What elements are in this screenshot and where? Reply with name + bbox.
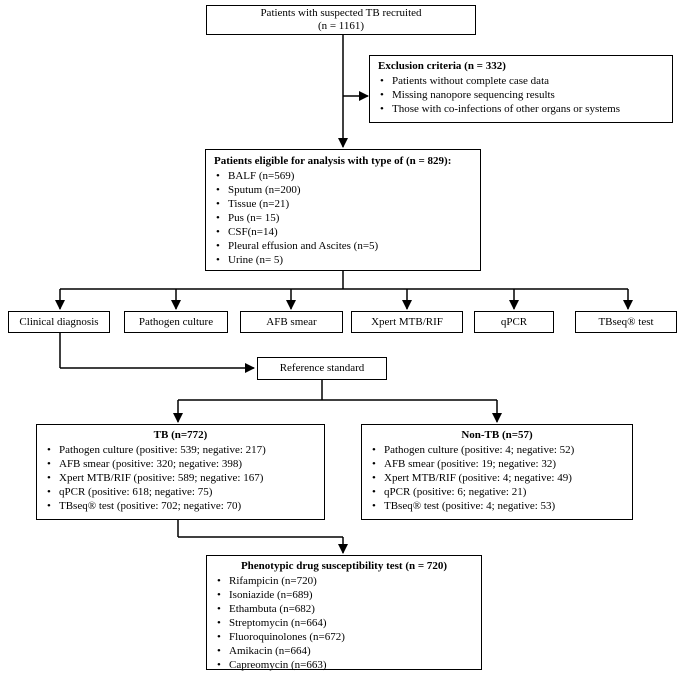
- dst-title: Phenotypic drug susceptibility test (n =…: [240, 560, 448, 572]
- exclusion-list: Patients without complete case data Miss…: [378, 74, 664, 116]
- list-item: Xpert MTB/RIF (positive: 589; negative: …: [45, 471, 316, 485]
- list-item: qPCR (positive: 618; negative: 75): [45, 485, 316, 499]
- list-item: TBseq® test (positive: 702; negative: 70…: [45, 499, 316, 513]
- list-item: Ethambuta (n=682): [215, 602, 473, 616]
- eligible-title: Patients eligible for analysis with type…: [214, 155, 452, 167]
- list-item: Isoniazide (n=689): [215, 588, 473, 602]
- method-qpcr: qPCR: [474, 311, 554, 333]
- list-item: Sputum (n=200): [214, 183, 472, 197]
- exclusion-box: Exclusion criteria (n = 332) Patients wi…: [369, 55, 673, 123]
- dst-list: Rifampicin (n=720) Isoniazide (n=689) Et…: [215, 574, 473, 672]
- tb-title: TB (n=772): [153, 429, 208, 441]
- list-item: Those with co-infections of other organs…: [378, 102, 664, 116]
- list-item: TBseq® test (positive: 4; negative: 53): [370, 499, 624, 513]
- list-item: CSF(n=14): [214, 225, 472, 239]
- list-item: AFB smear (positive: 19; negative: 32): [370, 457, 624, 471]
- recruited-box: Patients with suspected TB recruited (n …: [206, 5, 476, 35]
- list-item: BALF (n=569): [214, 169, 472, 183]
- recruited-line1: Patients with suspected TB recruited: [260, 7, 422, 19]
- eligible-list: BALF (n=569) Sputum (n=200) Tissue (n=21…: [214, 169, 472, 267]
- method-afb-smear: AFB smear: [240, 311, 343, 333]
- list-item: Rifampicin (n=720): [215, 574, 473, 588]
- method-tbseq: TBseq® test: [575, 311, 677, 333]
- list-item: Missing nanopore sequencing results: [378, 88, 664, 102]
- list-item: Pus (n= 15): [214, 211, 472, 225]
- reference-standard-box: Reference standard: [257, 357, 387, 380]
- tb-list: Pathogen culture (positive: 539; negativ…: [45, 443, 316, 513]
- list-item: Patients without complete case data: [378, 74, 664, 88]
- list-item: Fluoroquinolones (n=672): [215, 630, 473, 644]
- tb-box: TB (n=772) Pathogen culture (positive: 5…: [36, 424, 325, 520]
- list-item: qPCR (positive: 6; negative: 21): [370, 485, 624, 499]
- non-tb-box: Non-TB (n=57) Pathogen culture (positive…: [361, 424, 633, 520]
- list-item: Pleural effusion and Ascites (n=5): [214, 239, 472, 253]
- list-item: AFB smear (positive: 320; negative: 398): [45, 457, 316, 471]
- recruited-line2: (n = 1161): [317, 20, 365, 32]
- eligible-box: Patients eligible for analysis with type…: [205, 149, 481, 271]
- exclusion-title: Exclusion criteria (n = 332): [378, 60, 506, 72]
- list-item: Urine (n= 5): [214, 253, 472, 267]
- non-tb-title: Non-TB (n=57): [461, 429, 533, 441]
- method-xpert: Xpert MTB/RIF: [351, 311, 463, 333]
- list-item: Pathogen culture (positive: 539; negativ…: [45, 443, 316, 457]
- list-item: Streptomycin (n=664): [215, 616, 473, 630]
- dst-box: Phenotypic drug susceptibility test (n =…: [206, 555, 482, 672]
- method-pathogen-culture: Pathogen culture: [124, 311, 228, 333]
- method-clinical-diagnosis: Clinical diagnosis: [8, 311, 110, 333]
- list-item: Pathogen culture (positive: 4; negative:…: [370, 443, 624, 457]
- list-item: Amikacin (n=664): [215, 644, 473, 658]
- list-item: Xpert MTB/RIF (positive: 4; negative: 49…: [370, 471, 624, 485]
- list-item: Tissue (n=21): [214, 197, 472, 211]
- non-tb-list: Pathogen culture (positive: 4; negative:…: [370, 443, 624, 513]
- list-item: Capreomycin (n=663): [215, 658, 473, 672]
